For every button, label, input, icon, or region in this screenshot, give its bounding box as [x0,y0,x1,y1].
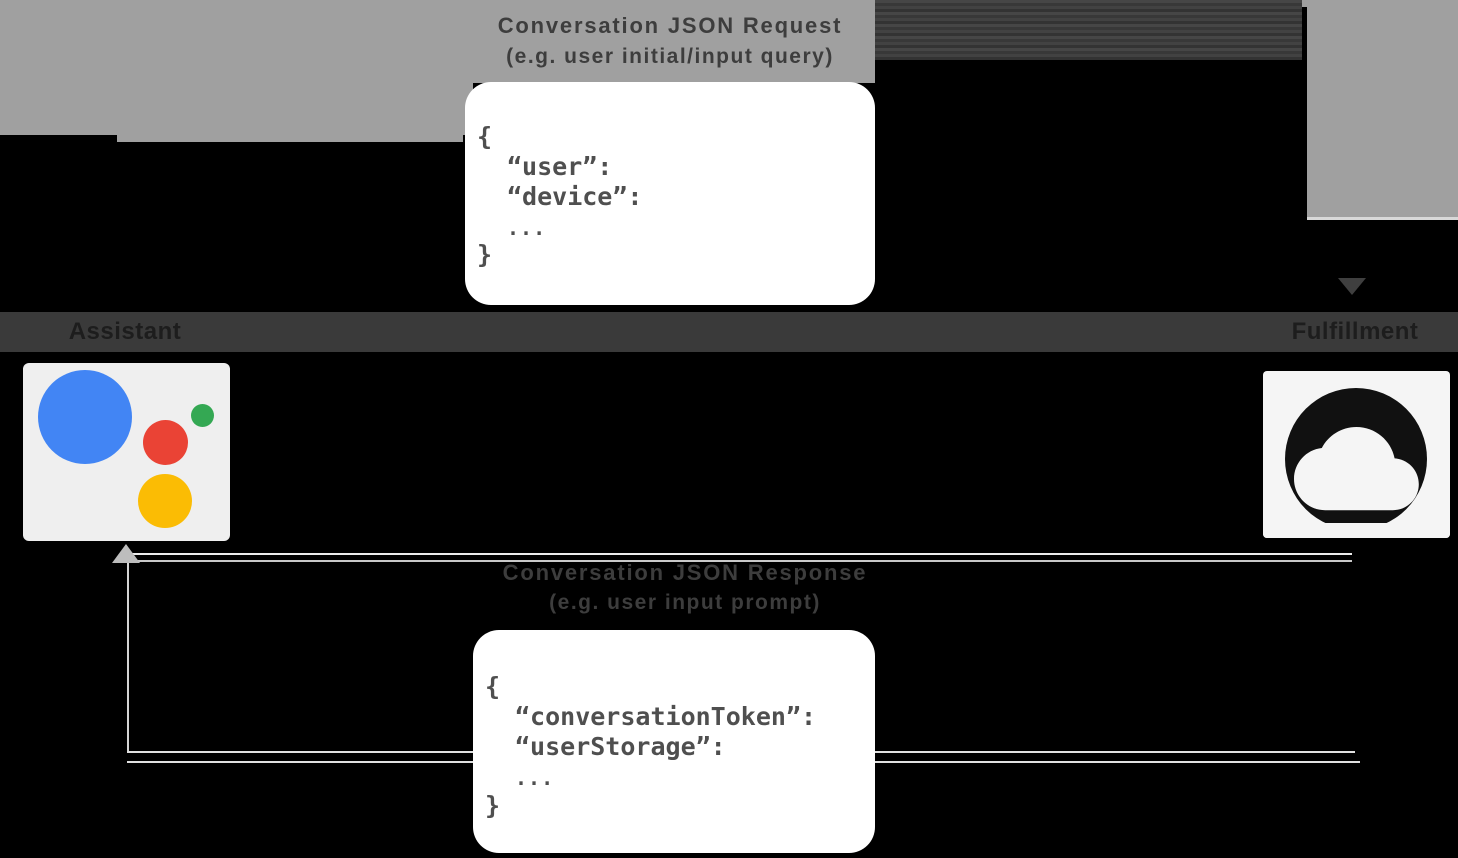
assistant-blue-dot [38,370,132,464]
code-line: ... [507,216,547,240]
request-arrowhead-icon [1338,278,1366,295]
gray-panel-bottom-right [1307,0,1458,220]
response-arrow-edge [132,560,1352,562]
request-subtitle: (e.g. user initial/input query) [506,45,834,68]
code-line: ... [515,766,555,790]
response-arrowhead-icon [112,544,140,563]
actor-label-band [0,312,1458,352]
code-line: “conversationToken”: [515,702,817,731]
code-line: “user”: [507,152,613,181]
response-subtitle: (e.g. user input prompt) [549,591,821,614]
request-title: Conversation JSON Request [497,13,843,38]
code-line: { [485,672,501,701]
assistant-yellow-dot [138,474,192,528]
assistant-label: Assistant [68,318,182,345]
response-arrow-edge-vertical [127,556,129,753]
gray-panel-bottom-left-lower [0,0,473,135]
response-title: Conversation JSON Response [502,560,868,585]
code-line: } [477,240,493,269]
code-line: “device”: [507,182,643,211]
assistant-green-dot [191,404,214,427]
response-arrow-edge [132,553,1352,555]
dark-striped-band [875,0,1302,60]
code-line: { [477,122,493,151]
code-line: } [485,791,501,820]
google-assistant-logo-icon [23,363,230,541]
code-line: “userStorage”: [515,732,726,761]
cloud-icon [1263,371,1450,538]
request-json-box: { “user”: “device”: ... } [465,82,875,305]
fulfillment-label: Fulfillment [1291,318,1419,345]
response-json-box: { “conversationToken”: “userStorage”: ..… [473,630,875,853]
assistant-red-dot [143,420,188,465]
